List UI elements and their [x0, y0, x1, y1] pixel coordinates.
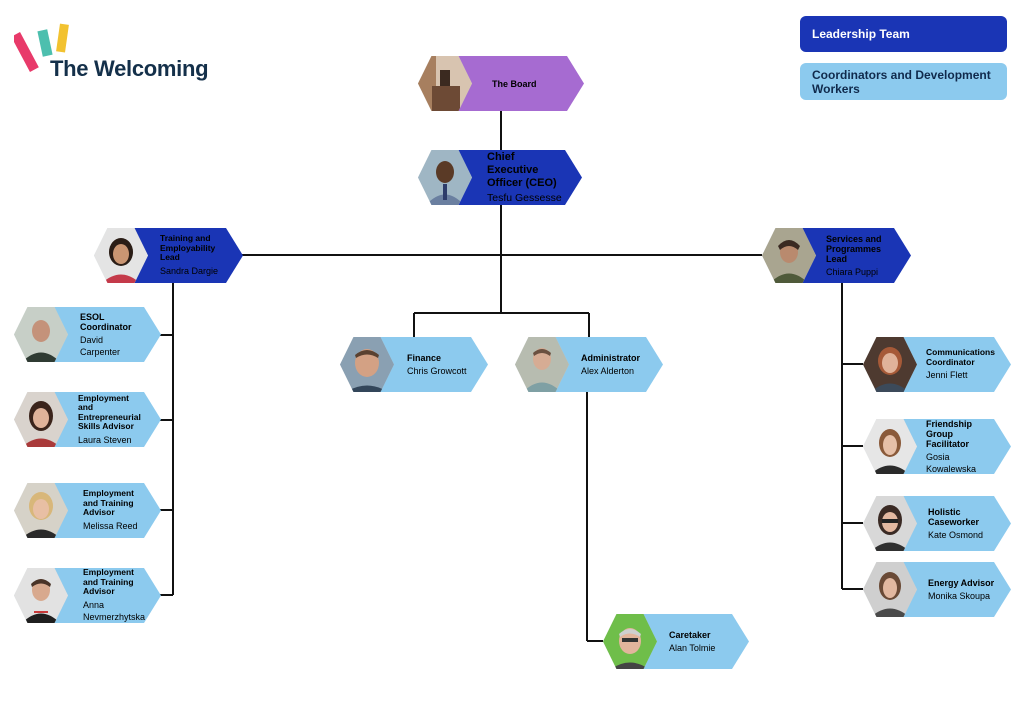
eta2-name: Anna Nevmerzhytska	[83, 599, 146, 622]
photo-energy-advisor	[863, 562, 917, 617]
photo-ceo	[418, 150, 472, 205]
comms-role: Communications Coordinator	[926, 347, 995, 367]
services-lead-name: Chiara Puppi	[826, 266, 879, 277]
energy-name: Monika Skoupa	[928, 590, 991, 601]
eta1-name: Melissa Reed	[83, 520, 138, 531]
admin-role: Administrator	[581, 352, 641, 363]
legend-leadership-label: Leadership Team	[812, 27, 910, 41]
legend-coordinators-label: Coordinators and Development Workers	[812, 67, 991, 96]
esol-name: David Carpenter	[80, 334, 121, 357]
node-communications-coordinator: Communications Coordinator Jenni Flett	[863, 337, 1011, 392]
brand-name: The Welcoming	[50, 56, 209, 81]
ceo-role: Chief Executive Officer (CEO)	[487, 151, 557, 189]
eta2-role: Employment and Training Advisor	[83, 567, 135, 597]
node-board: The Board	[418, 56, 584, 111]
board-role: The Board	[492, 78, 537, 89]
eta1-role: Employment and Training Advisor	[83, 488, 135, 518]
node-training-lead: Training and Employability Lead Sandra D…	[94, 228, 243, 283]
node-energy-advisor: Energy Advisor Monika Skoupa	[863, 562, 1011, 617]
node-training-advisor-2: Employment and Training Advisor Anna Nev…	[14, 568, 161, 623]
holistic-name: Kate Osmond	[928, 529, 984, 540]
node-training-advisor-1: Employment and Training Advisor Melissa …	[14, 483, 161, 538]
services-lead-role: Services and Programmes Lead	[826, 233, 882, 264]
node-friendship-facilitator: Friendship Group Facilitator Gosia Kowal…	[863, 419, 1011, 474]
node-entrepreneurial-advisor: Employment and Entrepreneurial Skills Ad…	[14, 392, 161, 447]
esol-role: ESOL Coordinator	[80, 311, 132, 332]
legend-leadership-team: Leadership Team	[800, 16, 1007, 52]
ceo-name: Tesfu Gessesse	[487, 192, 562, 204]
comms-name: Jenni Flett	[926, 370, 968, 380]
entre-role: Employment and Entrepreneurial Skills Ad…	[78, 392, 141, 431]
photo-training-advisor-2	[14, 568, 68, 623]
finance-name: Chris Growcott	[407, 365, 467, 376]
node-ceo: Chief Executive Officer (CEO) Tesfu Gess…	[418, 150, 582, 205]
admin-name: Alex Alderton	[581, 365, 635, 376]
friend-name: Gosia Kowalewska	[926, 451, 977, 474]
friend-role: Friendship Group Facilitator	[926, 418, 973, 449]
training-lead-name: Sandra Dargie	[160, 265, 219, 276]
node-services-lead: Services and Programmes Lead Chiara Pupp…	[762, 228, 911, 283]
caretaker-name: Alan Tolmie	[669, 642, 716, 653]
node-finance: Finance Chris Growcott	[340, 337, 488, 392]
energy-role: Energy Advisor	[928, 577, 995, 588]
node-caretaker: Caretaker Alan Tolmie	[603, 614, 749, 669]
training-lead-role: Training and Employability Lead	[160, 233, 216, 263]
legend-coordinators: Coordinators and Development Workers	[800, 63, 1007, 100]
entre-name: Laura Steven	[78, 434, 132, 445]
caretaker-role: Caretaker	[669, 629, 711, 640]
logo-mark	[14, 23, 69, 73]
holistic-role: Holistic Caseworker	[928, 506, 980, 527]
photo-caretaker	[603, 614, 657, 669]
node-esol-coordinator: ESOL Coordinator David Carpenter	[14, 307, 161, 362]
node-administrator: Administrator Alex Alderton	[515, 337, 663, 392]
node-holistic-caseworker: Holistic Caseworker Kate Osmond	[863, 496, 1011, 551]
finance-role: Finance	[407, 352, 442, 363]
